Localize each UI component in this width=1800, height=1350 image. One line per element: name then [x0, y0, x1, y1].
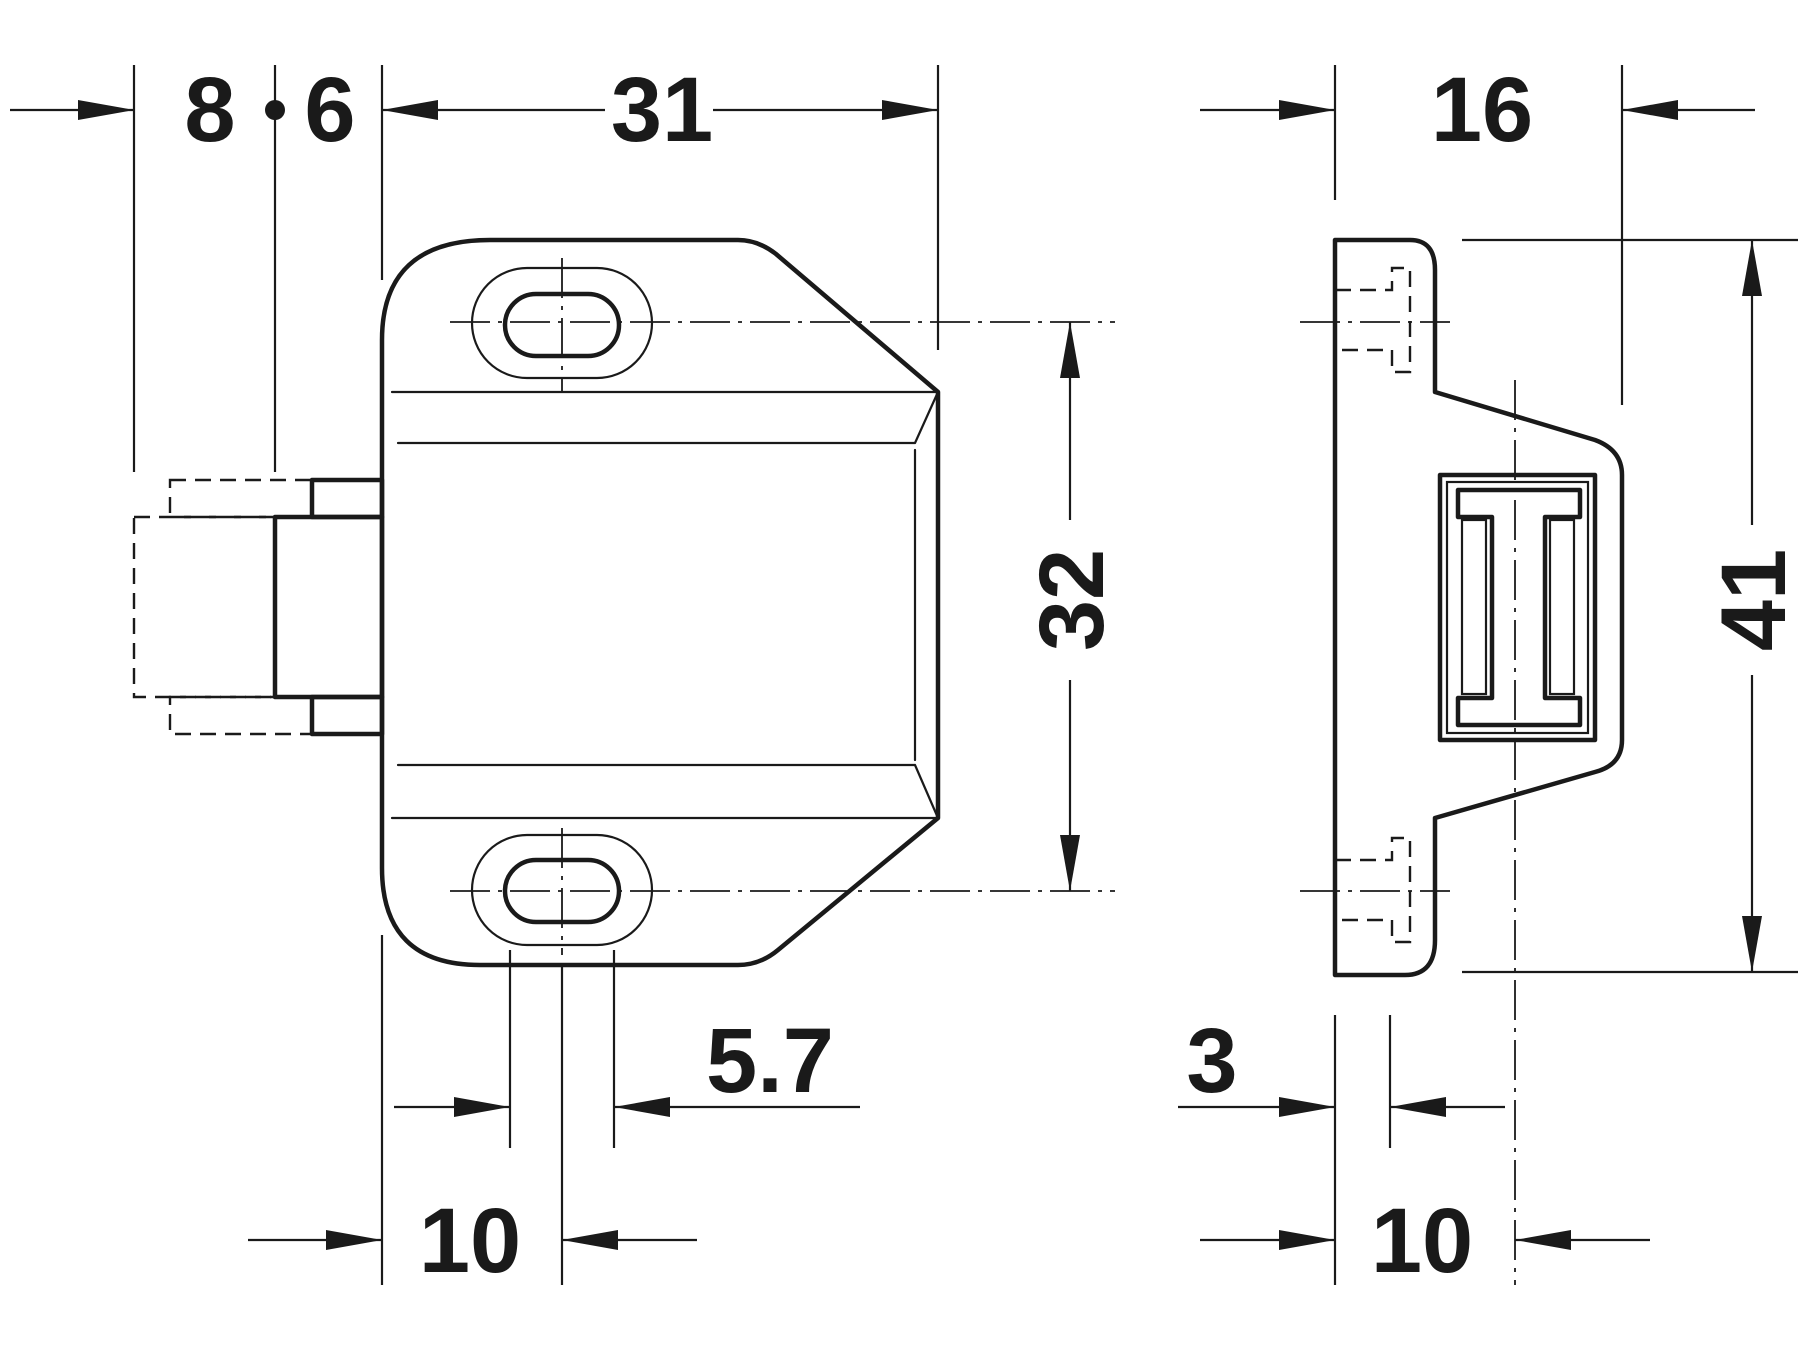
dimension-label-3: 3 — [1186, 1010, 1237, 1112]
dimension-16: 16 — [1200, 59, 1755, 405]
magnet-housing — [1437, 472, 1598, 743]
dimension-32: 32 — [1021, 322, 1123, 891]
front-view: 8 6 31 32 5.7 — [10, 59, 1123, 1292]
side-hidden-screw-holes — [1300, 266, 1450, 944]
dimension-label-10-side: 10 — [1371, 1190, 1473, 1292]
dimension-8-6: 8 6 — [10, 59, 605, 472]
dimension-label-16: 16 — [1431, 59, 1533, 161]
dimension-label-32: 32 — [1021, 549, 1123, 651]
dimension-label-5-7: 5.7 — [706, 1010, 834, 1112]
dimension-3: 3 — [1178, 1010, 1505, 1285]
side-profile-outline — [1332, 237, 1625, 978]
dimension-label-41: 41 — [1703, 549, 1800, 651]
side-view: 16 41 3 10 — [1178, 59, 1800, 1292]
catch-body-outline — [379, 237, 941, 968]
dimension-label-31: 31 — [611, 59, 713, 161]
body-facet-lines — [390, 390, 940, 820]
dimension-41: 41 — [1462, 238, 1800, 974]
dimension-label-6: 6 — [304, 59, 355, 161]
plunger-extended-dashed — [132, 478, 314, 736]
dimension-31: 31 — [611, 59, 940, 350]
plunger — [272, 477, 385, 737]
dimension-dot — [265, 100, 285, 120]
dimension-5-7: 5.7 — [394, 950, 860, 1148]
dimension-label-8: 8 — [184, 59, 235, 161]
bottom-screw-slot — [450, 828, 1115, 955]
dimension-10-front: 10 — [248, 935, 697, 1292]
dimension-label-10-front: 10 — [419, 1190, 521, 1292]
dimension-10-side: 10 — [1200, 1190, 1650, 1292]
top-screw-slot — [450, 258, 1115, 392]
